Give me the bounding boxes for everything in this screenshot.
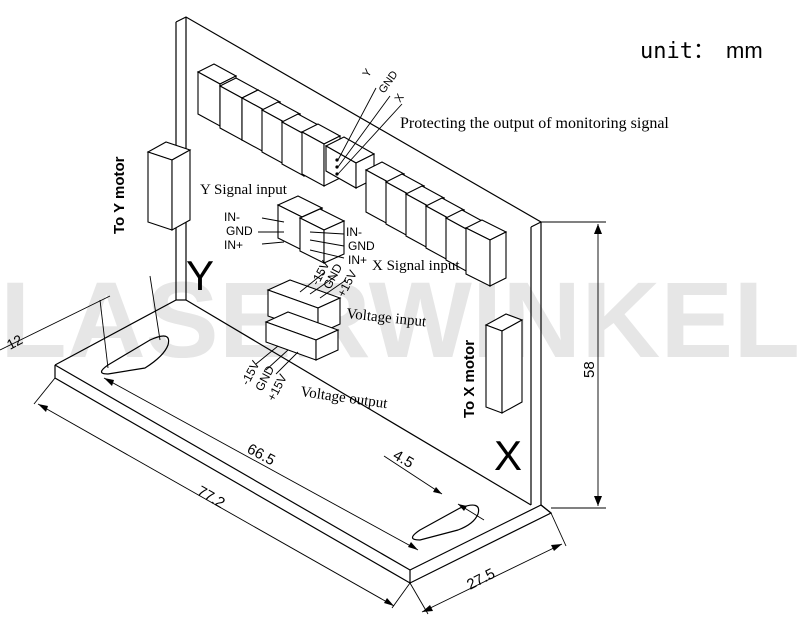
dim-772-label: 77.2 (194, 483, 228, 512)
axis-y-letter: Y (186, 252, 214, 299)
monitor-pin-y: Y (361, 66, 375, 79)
x-pin-in-minus: IN- (346, 225, 362, 239)
pin-dot (335, 165, 339, 169)
dim-58 (541, 221, 606, 509)
voltage-output-connector (255, 311, 340, 375)
component-row-upper (196, 63, 342, 187)
dim-58-label: 58 (581, 361, 598, 378)
protecting-label: Protecting the output of monitoring sign… (400, 115, 669, 132)
dim-12 (0, 275, 161, 369)
x-signal-connector (298, 208, 346, 264)
dim-772 (33, 377, 411, 609)
x-signal-input-label: X Signal input (372, 258, 460, 274)
monitor-pin-x: X (393, 91, 407, 104)
y-motor-connector (146, 141, 192, 231)
monitor-connector (324, 87, 403, 189)
unit-value: mm (726, 38, 763, 63)
y-pin-gnd: GND (226, 224, 253, 238)
dim-665-label: 66.5 (244, 441, 278, 470)
to-x-motor-label: To X motor (461, 340, 478, 418)
to-y-motor-label: To Y motor (111, 156, 128, 234)
pin-dot (335, 172, 339, 176)
pin-dot (335, 158, 339, 162)
axis-x-letter: X (494, 432, 522, 479)
mounting-slot-right (411, 504, 480, 541)
dim-45 (383, 455, 485, 521)
monitor-pin-gnd: GND (377, 69, 401, 96)
mounting-slot-left (100, 335, 170, 375)
y-signal-input-label: Y Signal input (200, 182, 288, 198)
unit-label: unit： (640, 39, 715, 64)
watermark-text: LASERWINKEL (0, 259, 800, 380)
y-pin-in-plus: IN+ (224, 238, 243, 252)
dim-275 (409, 512, 567, 615)
dim-12-label: 12 (4, 331, 25, 353)
dim-45-label: 4.5 (390, 447, 417, 472)
x-pin-in-plus: IN+ (348, 253, 367, 267)
voltage-output-label: Voltage output (299, 384, 389, 412)
y-pin-in-minus: IN- (224, 210, 240, 224)
dim-665 (103, 377, 419, 551)
dim-275-label: 27.5 (464, 565, 498, 593)
component-row-lower (364, 161, 508, 287)
x-pin-gnd: GND (348, 239, 375, 253)
x-motor-connector (484, 313, 524, 414)
